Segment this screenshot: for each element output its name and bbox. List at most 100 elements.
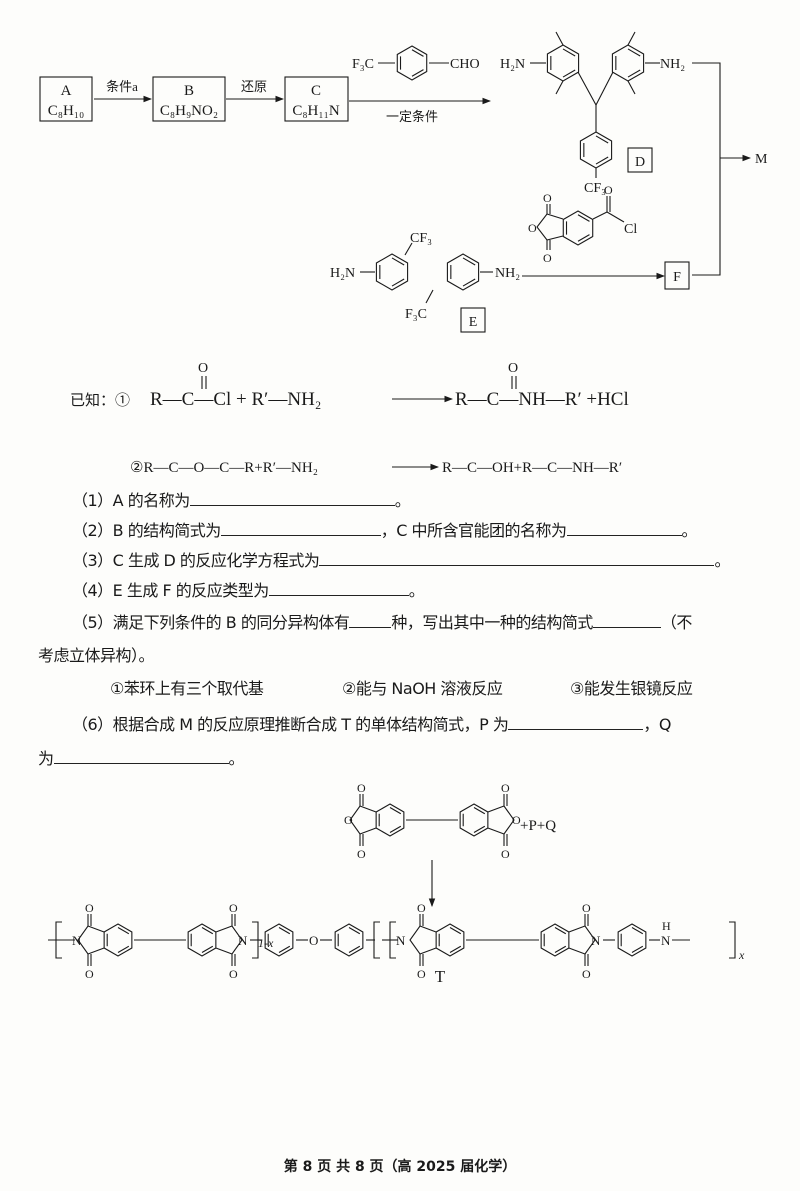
q4-answer-blank[interactable] <box>268 581 409 596</box>
box-f <box>664 261 690 290</box>
double-bond <box>117 945 130 953</box>
q6-q-blank[interactable] <box>53 749 229 764</box>
double-bond <box>411 49 424 57</box>
plus-p-q: +P+Q <box>520 818 556 834</box>
imide-ring <box>77 925 105 955</box>
imide-n: N <box>238 933 248 948</box>
condition-a: 条件a <box>106 79 138 94</box>
double-bond <box>473 825 486 833</box>
question-3: （3）C 生成 D 的反应化学方程式为。 <box>72 547 730 571</box>
double-bond <box>595 156 609 165</box>
double-bond <box>278 927 291 935</box>
condition-1: ①苯环上有三个取代基 <box>110 679 264 698</box>
q5c-text: （不 <box>660 613 693 632</box>
acyl-o4: O <box>604 183 613 197</box>
benzene-ring <box>435 923 465 957</box>
carbonyl-o: O <box>501 847 510 861</box>
bracket <box>729 921 736 959</box>
box-b <box>152 76 226 122</box>
benzene-ring <box>396 45 428 81</box>
acyl-o1: O <box>543 191 552 205</box>
double-bond <box>348 927 361 935</box>
polymer-t-label: T <box>435 967 446 986</box>
known-eq1-right: R—C—NH—R′ +HCl <box>455 389 629 410</box>
double-bond <box>389 807 402 815</box>
benzene-ring <box>546 44 580 82</box>
double-bond <box>577 214 590 222</box>
amine-n: N <box>661 933 671 948</box>
benzene-ring <box>264 923 294 957</box>
q6-p-blank[interactable] <box>508 715 644 730</box>
period: 。 <box>394 491 411 510</box>
carbonyl-o: O <box>501 781 510 795</box>
carbonyl-o: O <box>582 967 591 981</box>
condition-certain: 一定条件 <box>386 109 438 124</box>
imide-ring <box>568 925 596 955</box>
compound-d-label: D <box>635 155 645 170</box>
imide-n: N <box>396 933 406 948</box>
benzene-ring <box>562 210 594 246</box>
acyl-o3: O <box>543 251 552 265</box>
bracket <box>373 921 380 959</box>
amine-h: H <box>662 919 671 933</box>
q2-b-blank[interactable] <box>220 521 381 536</box>
known-prefix: 已知：① <box>70 392 130 409</box>
reagent-f3c: F₃C <box>352 57 374 72</box>
double-bond <box>391 257 405 266</box>
question-5: （5）满足下列条件的 B 的同分异构体有种，写出其中一种的结构简式（不 <box>72 609 692 633</box>
compound-e-label: E <box>469 315 478 330</box>
benzene-ring <box>611 44 645 82</box>
product-m: M <box>755 152 768 167</box>
known-o: O <box>508 361 518 376</box>
benzene-ring <box>187 923 217 957</box>
q6b-text: ，Q <box>643 715 671 734</box>
d-cf3: CF₃ <box>584 181 606 196</box>
double-bond <box>117 927 130 935</box>
double-bond <box>411 69 424 77</box>
carbonyl-o: O <box>582 901 591 915</box>
benzene-ring <box>540 923 570 957</box>
double-bond <box>554 927 567 935</box>
question-2: （2）B 的结构简式为，C 中所含官能团的名称为。 <box>72 517 698 541</box>
question-6-cont: 为。 <box>38 745 245 769</box>
period: 。 <box>228 749 245 768</box>
double-bond <box>554 945 567 953</box>
carbonyl-o: O <box>85 967 94 981</box>
e-nh2: NH₂ <box>495 266 520 281</box>
anhydride-ring <box>349 805 377 835</box>
benzene-ring <box>446 253 480 291</box>
q5d-text: 考虑立体异构）。 <box>38 646 155 665</box>
benzene-ring <box>579 131 613 169</box>
double-bond <box>627 69 641 78</box>
q3-answer-blank[interactable] <box>319 551 715 566</box>
double-bond <box>577 234 590 242</box>
question-6: （6）根据合成 M 的反应原理推断合成 T 的单体结构简式，P 为，Q <box>72 711 671 735</box>
double-bond <box>391 278 405 287</box>
page-footer: 第 8 页 共 8 页（高 2025 届化学） <box>283 1159 517 1175</box>
double-bond <box>462 278 476 287</box>
imide-n: N <box>591 933 601 948</box>
q2-c-blank[interactable] <box>566 521 682 536</box>
imide-ring <box>409 925 437 955</box>
q1-answer-blank[interactable] <box>189 491 395 506</box>
q5a-text: （5）满足下列条件的 B 的同分异构体有 <box>72 613 350 632</box>
q5-count-blank[interactable] <box>349 613 392 628</box>
acyl-o2: O <box>528 221 537 235</box>
double-bond <box>449 945 462 953</box>
bracket <box>252 921 259 959</box>
e-h2n: H₂N <box>330 266 355 281</box>
q5-structure-blank[interactable] <box>592 613 661 628</box>
double-bond <box>631 945 644 953</box>
benzene-ring <box>617 923 647 957</box>
double-bond <box>562 69 576 78</box>
carbonyl-o: O <box>229 967 238 981</box>
condition-3: ③能发生银镜反应 <box>570 679 693 698</box>
known-eq2-left: ②R—C—O—C—R+R′—NH₂ <box>130 460 318 476</box>
compound-c-label: C <box>311 83 321 99</box>
double-bond <box>201 927 214 935</box>
e-cf3: CF₃ <box>410 231 432 246</box>
q2a-text: （2）B 的结构简式为 <box>72 521 221 540</box>
ring-o: O <box>512 813 521 827</box>
